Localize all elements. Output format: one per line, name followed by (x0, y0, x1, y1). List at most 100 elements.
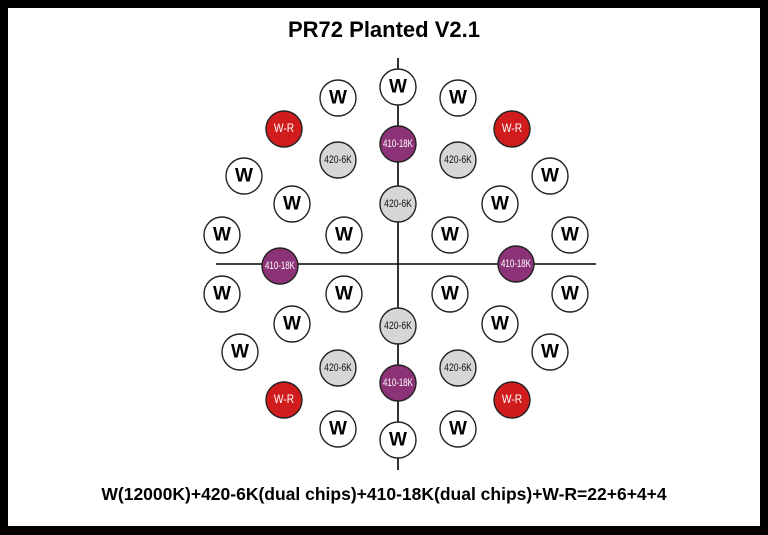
led-label: W (441, 284, 459, 305)
led-label: W (541, 342, 559, 363)
led-circle (379, 307, 417, 345)
led-w: W (273, 305, 311, 343)
led-circle (379, 68, 417, 106)
led-420-6k: 420-6K (319, 349, 357, 387)
led-circle (379, 421, 417, 459)
led-circle (439, 79, 477, 117)
formula-caption: W(12000K)+420-6K(dual chips)+410-18K(dua… (101, 484, 667, 504)
led-w: W (273, 185, 311, 223)
led-w: W (481, 305, 519, 343)
led-label: W-R (274, 123, 294, 136)
led-label: W (213, 225, 231, 246)
led-w: W (379, 421, 417, 459)
led-circle (319, 79, 357, 117)
led-label: W (235, 166, 253, 187)
led-w: W (439, 410, 477, 448)
led-circle (481, 305, 519, 343)
led-w: W (319, 410, 357, 448)
led-label: W (491, 314, 509, 335)
led-w: W (551, 275, 589, 313)
led-w: W (439, 79, 477, 117)
led-circle (379, 125, 417, 163)
led-410-18k: 410-18K (379, 364, 417, 402)
led-w: W (203, 216, 241, 254)
led-label: 420-6K (444, 362, 472, 374)
led-label: W (231, 342, 249, 363)
led-circle (439, 410, 477, 448)
led-label: W (335, 284, 353, 305)
led-wr: W-R (265, 381, 303, 419)
led-label: 420-6K (384, 198, 412, 210)
led-label: W (389, 430, 407, 451)
led-w: W (325, 275, 363, 313)
led-label: 410-18K (383, 138, 413, 151)
led-w: W (221, 333, 259, 371)
led-label: 420-6K (444, 154, 472, 166)
led-label: W-R (502, 394, 522, 407)
led-label: W (449, 88, 467, 109)
led-circle (273, 305, 311, 343)
led-circle (379, 185, 417, 223)
led-label: W (561, 284, 579, 305)
led-420-6k: 420-6K (319, 141, 357, 179)
led-label: 410-18K (383, 377, 413, 390)
led-label: W (329, 419, 347, 440)
led-circle (319, 410, 357, 448)
led-circle (439, 141, 477, 179)
led-circle (431, 275, 469, 313)
led-circle (203, 216, 241, 254)
led-420-6k: 420-6K (439, 349, 477, 387)
led-label: W (441, 225, 459, 246)
led-circle (493, 110, 531, 148)
led-w: W (531, 333, 569, 371)
led-circle (531, 157, 569, 195)
led-circle (261, 247, 299, 285)
led-circle (325, 216, 363, 254)
led-circle (203, 275, 241, 313)
led-label: 420-6K (384, 320, 412, 332)
led-circle (531, 333, 569, 371)
led-circle (439, 349, 477, 387)
led-w: W (551, 216, 589, 254)
led-label: 410-18K (265, 260, 295, 273)
led-circle (493, 381, 531, 419)
led-w: W (481, 185, 519, 223)
led-circle (431, 216, 469, 254)
diagram-title: PR72 Planted V2.1 (288, 17, 480, 42)
led-label: W (329, 88, 347, 109)
led-420-6k: 420-6K (379, 307, 417, 345)
led-label: W (389, 77, 407, 98)
led-circle (379, 364, 417, 402)
led-label: W (335, 225, 353, 246)
led-label: W (283, 194, 301, 215)
led-circle (273, 185, 311, 223)
led-circle (265, 110, 303, 148)
led-label: W (541, 166, 559, 187)
led-circle (319, 141, 357, 179)
led-circle (265, 381, 303, 419)
led-w: W (531, 157, 569, 195)
led-420-6k: 420-6K (379, 185, 417, 223)
led-circle (551, 216, 589, 254)
led-circle (551, 275, 589, 313)
led-circle (319, 349, 357, 387)
led-w: W (431, 275, 469, 313)
led-circle (325, 275, 363, 313)
led-label: W (283, 314, 301, 335)
led-w: W (225, 157, 263, 195)
led-w: W (203, 275, 241, 313)
led-wr: W-R (265, 110, 303, 148)
led-410-18k: 410-18K (497, 245, 535, 283)
led-wr: W-R (493, 110, 531, 148)
led-label: 410-18K (501, 258, 531, 271)
led-label: 420-6K (324, 362, 352, 374)
led-w: W (431, 216, 469, 254)
led-circle (497, 245, 535, 283)
led-w: W (319, 79, 357, 117)
led-circle (221, 333, 259, 371)
led-label: W (561, 225, 579, 246)
led-circle (481, 185, 519, 223)
led-label: W (213, 284, 231, 305)
